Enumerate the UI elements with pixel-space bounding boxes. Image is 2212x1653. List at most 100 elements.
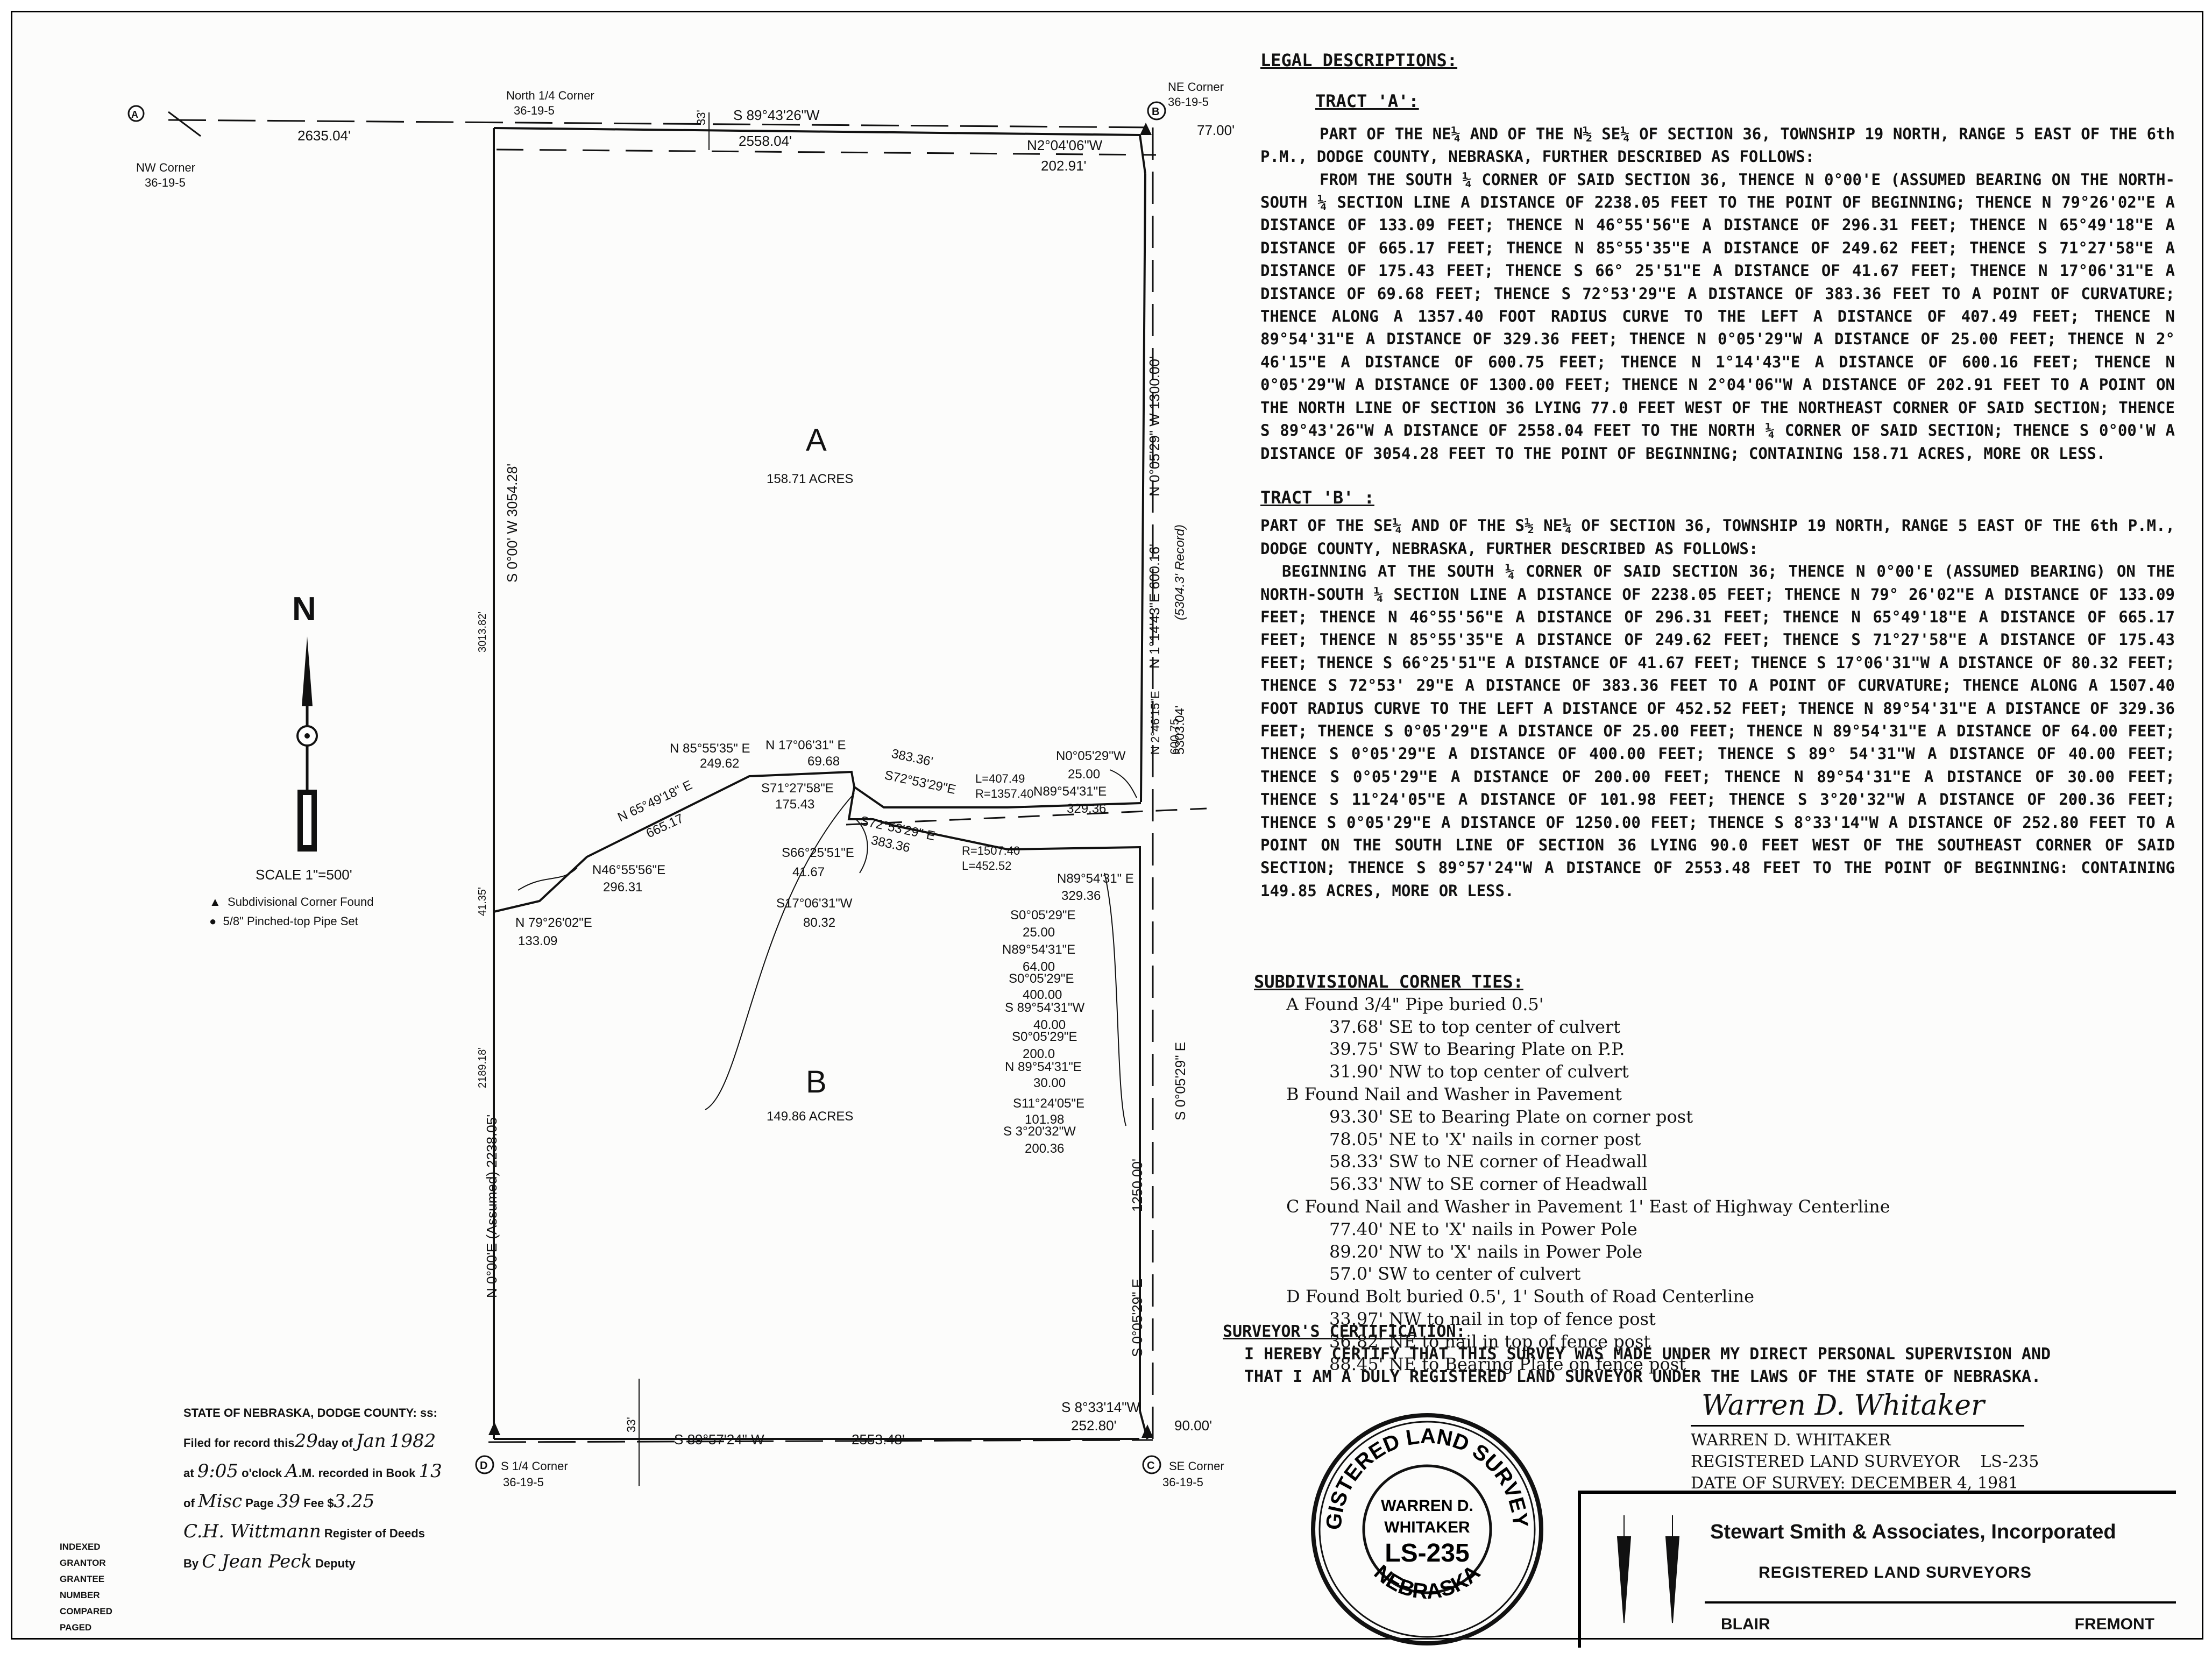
ne-offset-line (1139, 134, 1146, 174)
north-letter: N (292, 591, 316, 628)
marker-d: D (480, 1460, 487, 1472)
south-dist: 2553.48' (852, 1431, 905, 1448)
rec-filed-mid: day of (317, 1436, 353, 1450)
triangle-icon: ▲ (209, 895, 221, 909)
rec-at-post: .M. recorded in Book (298, 1466, 416, 1480)
legend: ▲ Subdivisional Corner Found ● 5/8" Pinc… (209, 892, 374, 931)
b8-bearing: S11°24'05"E (1013, 1096, 1084, 1111)
marker-b: B (1152, 106, 1159, 118)
north-33: 33' (694, 110, 708, 125)
rec-of-val: Misc (197, 1491, 243, 1512)
rec-filed-month: Jan (356, 1430, 386, 1452)
tract-a-north-line (493, 127, 1140, 136)
west-top-alt: 3013.82' (477, 612, 488, 652)
plumb-bob-icon-right (1665, 1515, 1680, 1623)
rec-at-ampm: A (285, 1460, 299, 1482)
north-arrow-head (302, 636, 313, 706)
surveyor-title-row: REGISTERED LAND SURVEYOR LS-235 (1691, 1451, 2039, 1473)
surveyor-title: REGISTERED LAND SURVEYOR (1691, 1452, 1960, 1471)
b2-dist: 25.00 (1023, 925, 1055, 940)
nw-corner-label: NW Corner (136, 161, 195, 174)
stamp-compared: COMPARED (60, 1606, 112, 1616)
east-low1: N 2°46'15"E (1148, 691, 1162, 755)
tie-b: B Found Nail and Washer in Pavement (1286, 1083, 1622, 1104)
surveyor-license: LS-235 (1980, 1452, 2039, 1471)
n89-bearing: N89°54'31"E (1033, 784, 1107, 799)
rec-at-time: 9:05 (197, 1460, 239, 1482)
rec-at-pre: at (183, 1466, 194, 1480)
c1-bearing: N 79°26'02"E (515, 916, 592, 930)
b8-dist: 101.98 (1025, 1112, 1064, 1127)
stamp-paged: PAGED (60, 1622, 92, 1633)
rec-register-sig: C.H. Wittmann (183, 1521, 321, 1542)
curve-b-length: L=452.52 (962, 859, 1011, 872)
s14-corner-sec: 36-19-5 (503, 1475, 544, 1489)
west-low-alt: 2189.18' (477, 1047, 488, 1088)
surveyor-signature: Warren D. Whitaker (1701, 1389, 1984, 1422)
c8-bearing: S17°06'31"W (776, 896, 853, 911)
b7-dist: 30.00 (1033, 1076, 1066, 1090)
east-mid: N 1°14'43"E 600.16' (1146, 544, 1162, 669)
b7-bearing: N 89°54'31"E (1005, 1060, 1082, 1074)
b9-bearing: S 3°20'32"W (1003, 1124, 1076, 1139)
ne-corner-sec: 36-19-5 (1168, 95, 1209, 109)
rec-page-pre: Page (245, 1496, 274, 1510)
tract-b-acres: 149.86 ACRES (767, 1109, 853, 1124)
b3-dist: 64.00 (1023, 960, 1055, 974)
plumb-bob-icon-left (1617, 1515, 1632, 1623)
rec-by-post: Deputy (315, 1557, 356, 1570)
firm-divider (1705, 1601, 2176, 1604)
b1-bearing: N89°54'31" E (1057, 871, 1134, 886)
legal-heading: LEGAL DESCRIPTIONS: (1260, 50, 1458, 70)
se-bearing: S 8°33'14"W (1061, 1399, 1140, 1415)
rec-at-row: at 9:05 o'clock A.M. recorded in Book 13 (183, 1457, 463, 1487)
marker-c: C (1147, 1460, 1154, 1472)
surveyor-block: Warren D. Whitaker WARREN D. WHITAKER RE… (1691, 1389, 2039, 1494)
cert-heading: SURVEYOR'S CERTIFICATION: (1223, 1322, 1466, 1341)
stamp-indexed: INDEXED (60, 1542, 101, 1552)
tract-a-letter: A (806, 423, 827, 458)
survey-date: DATE OF SURVEY: DECEMBER 4, 1981 (1691, 1474, 2019, 1493)
firm-name: Stewart Smith & Associates, Incorporated (1710, 1521, 2116, 1543)
n14-corner-sec: 36-19-5 (514, 104, 555, 117)
firm-subtitle: REGISTERED LAND SURVEYORS (1759, 1564, 2032, 1581)
curve-b-radius: R=1507.40 (962, 844, 1020, 857)
east-total: 5303.04' (1173, 706, 1187, 755)
c7-dist: 41.67 (792, 865, 825, 879)
marker-a: A (131, 109, 138, 120)
b5-bearing: S 89°54'31"W (1005, 1001, 1084, 1015)
nw-corner-sec: 36-19-5 (145, 176, 186, 189)
leader-c2 (517, 867, 578, 891)
south-33: 33' (625, 1417, 638, 1432)
rec-filed-row: Filed for record this29day of Jan 1982 (183, 1427, 463, 1457)
rec-filed-year: 1982 (389, 1430, 436, 1452)
tie-d: D Found Bolt buried 0.5', 1' South of Ro… (1286, 1286, 1754, 1307)
c5-bearing: N 17°06'31" E (765, 738, 846, 753)
c3-dist: 665.17 (644, 811, 686, 841)
c2-dist: 296.31 (603, 880, 642, 895)
west-low: N 0°00'E (Assumed) 2238.05' (484, 1115, 500, 1298)
c2-bearing: N46°55'56"E (592, 863, 665, 877)
corner-labels: NW Corner 36-19-5 North 1/4 Corner 36-19… (136, 80, 1224, 1489)
c6-dist: 175.43 (775, 797, 814, 812)
b5-dist: 40.00 (1033, 1018, 1066, 1032)
ne-small-dist: 202.91' (1041, 158, 1087, 174)
legend-dot-item: ● 5/8" Pinched-top Pipe Set (209, 912, 374, 931)
b6-bearing: S0°05'29"E (1012, 1030, 1077, 1044)
tie-b3: 58.33' SW to NE corner of Headwall (1329, 1151, 1648, 1172)
tract-a-east-line (1140, 173, 1146, 803)
tract-b-body: BEGINNING AT THE SOUTH ¼ CORNER OF SAID … (1260, 562, 2175, 900)
legend-found-text: Subdivisional Corner Found (228, 895, 374, 909)
c1-dist: 133.09 (518, 934, 557, 948)
corner-ties: SUBDIVISIONAL CORNER TIES: A Found 3/4" … (1254, 971, 2115, 1375)
se-corner-sec: 36-19-5 (1162, 1475, 1203, 1489)
nw-west-dist: 2635.04' (297, 127, 351, 144)
tract-b-north-boundary (847, 786, 1140, 851)
c4-bearing: N 85°55'35" E (670, 741, 750, 756)
east-record: (5304.3' Record) (1173, 524, 1187, 620)
leader-n0 (1109, 769, 1137, 798)
ne-small-bearing: N2°04'06"W (1027, 137, 1103, 153)
tract-a-heading: TRACT 'A': (1315, 91, 1419, 112)
b4-dist: 400.00 (1023, 988, 1062, 1002)
index-stamp: INDEXED GRANTOR GRANTEE NUMBER COMPARED … (60, 1539, 112, 1636)
